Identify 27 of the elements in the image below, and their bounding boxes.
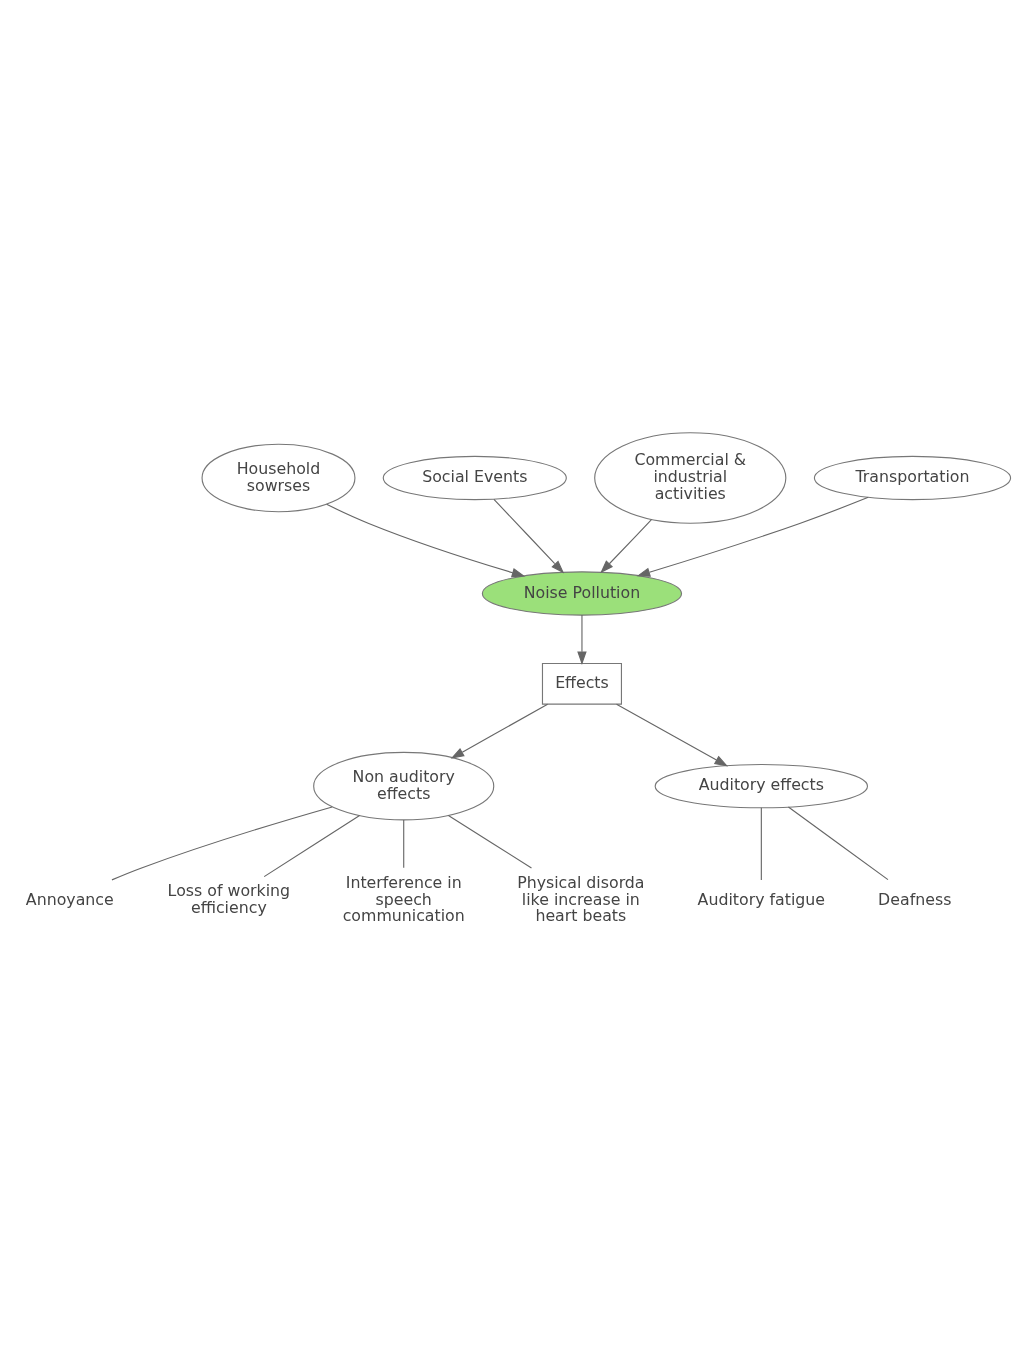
node-text: Loss of working efficiency — [167, 881, 291, 917]
node-ellipse: Household sowrses — [201, 443, 356, 513]
node-text: Auditory fatigue — [697, 889, 826, 909]
arrow — [493, 498, 565, 574]
node-ellipse: Transportation — [813, 455, 1012, 501]
arrow — [577, 614, 587, 665]
node-ellipse: Commercial & industrial activities — [594, 432, 787, 524]
node-ellipse: Non auditory effects — [313, 751, 495, 821]
connector — [263, 814, 361, 878]
node-text: Interference in speech communication — [342, 872, 465, 926]
connector — [760, 807, 762, 881]
node-text: Annoyance — [25, 889, 114, 909]
node-text: Physical disorda like increase in heart beats — [517, 872, 645, 926]
arrow — [616, 703, 729, 767]
connector — [787, 806, 889, 881]
node-ellipse: Auditory effects — [654, 763, 869, 809]
node-ellipse: Noise Pollution — [481, 571, 683, 616]
node-box: Effects — [541, 662, 622, 705]
arrow — [326, 503, 526, 578]
node-ellipse: Social Events — [382, 455, 567, 501]
connector — [111, 806, 333, 881]
connector — [447, 814, 533, 869]
arrow — [450, 703, 549, 759]
node-text: Deafness — [878, 889, 952, 909]
arrow — [636, 496, 869, 577]
connector — [403, 819, 405, 869]
arrow — [600, 519, 653, 574]
